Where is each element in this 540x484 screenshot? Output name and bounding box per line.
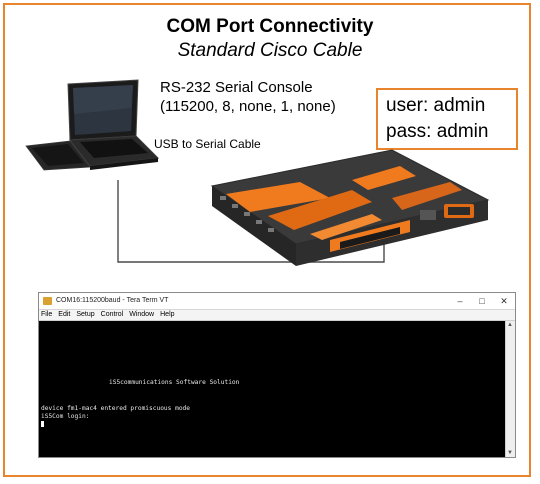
cable-label: USB to Serial Cable bbox=[154, 137, 261, 151]
terminal-app-icon bbox=[43, 297, 52, 305]
menu-window[interactable]: Window bbox=[129, 311, 155, 318]
terminal-titlebar: COM16:115200baud - Tera Term VT – □ ✕ bbox=[39, 293, 515, 310]
serial-console-name: RS-232 Serial Console bbox=[160, 79, 313, 96]
terminal-line-promisc: device fm1-mac4 entered promiscuous mode bbox=[41, 405, 191, 412]
diagram-frame bbox=[3, 3, 531, 477]
serial-cable-line bbox=[117, 180, 385, 263]
serial-console-label: RS-232 Serial Console (115200, 8, none, … bbox=[160, 78, 336, 116]
credentials-box: user: admin pass: admin bbox=[376, 88, 518, 150]
diagram-title: COM Port Connectivity bbox=[166, 16, 374, 37]
scroll-up-icon[interactable]: ▲ bbox=[507, 322, 513, 328]
terminal-menubar: File Edit Setup Control Window Help bbox=[39, 310, 515, 321]
terminal-window-title: COM16:115200baud - Tera Term VT bbox=[56, 297, 169, 304]
network-appliance-icon bbox=[210, 149, 490, 266]
credentials-user: user: admin bbox=[386, 95, 486, 116]
terminal-window[interactable]: COM16:115200baud - Tera Term VT – □ ✕ Fi… bbox=[38, 292, 516, 458]
minimize-button[interactable]: – bbox=[457, 296, 463, 306]
terminal-line-banner: iS5communications Software Solution bbox=[109, 379, 240, 386]
serial-console-settings: (115200, 8, none, 1, none) bbox=[160, 98, 336, 115]
terminal-output[interactable]: iS5communications Software Solution devi… bbox=[39, 321, 506, 457]
terminal-cursor bbox=[41, 421, 44, 427]
credentials-pass: pass: admin bbox=[386, 121, 489, 142]
menu-edit[interactable]: Edit bbox=[58, 311, 71, 318]
menu-help[interactable]: Help bbox=[160, 311, 175, 318]
laptop-icon bbox=[25, 79, 160, 171]
terminal-line-login: iS5Com login: bbox=[41, 413, 90, 420]
maximize-button[interactable]: □ bbox=[479, 296, 485, 306]
diagram-subtitle: Standard Cisco Cable bbox=[177, 40, 363, 61]
menu-setup[interactable]: Setup bbox=[76, 311, 95, 318]
terminal-scrollbar[interactable]: ▲ ▼ bbox=[505, 321, 515, 457]
menu-file[interactable]: File bbox=[41, 311, 53, 318]
menu-control[interactable]: Control bbox=[100, 311, 124, 318]
close-button[interactable]: ✕ bbox=[500, 296, 508, 306]
scroll-down-icon[interactable]: ▼ bbox=[507, 450, 513, 456]
